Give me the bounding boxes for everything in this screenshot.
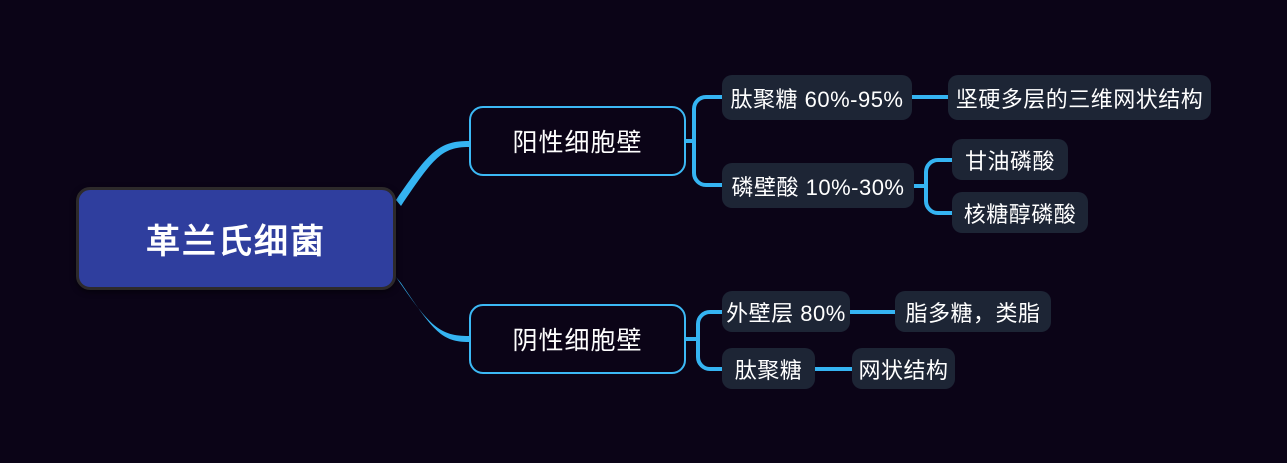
leaf-node-label: 磷壁酸 10%-30% (731, 174, 905, 200)
connector-root-to-negative (396, 277, 469, 342)
leaf-node-label: 肽聚糖 60%-95% (730, 86, 904, 112)
leaf-node-label: 坚硬多层的三维网状结构 (955, 86, 1204, 112)
leaf-node-glycerophosphate[interactable]: 甘油磷酸 (952, 139, 1068, 180)
leaf-node-teichoic-acid[interactable]: 磷壁酸 10%-30% (722, 163, 914, 208)
branch-node-label: 阳性细胞壁 (512, 129, 643, 157)
leaf-node-ribitol-phosphate[interactable]: 核糖醇磷酸 (952, 192, 1088, 233)
leaf-node-mesh-structure[interactable]: 网状结构 (852, 348, 955, 389)
leaf-node-peptidoglycan-negative[interactable]: 肽聚糖 (722, 348, 815, 389)
branch-node-positive-cell-wall[interactable]: 阳性细胞壁 (469, 106, 686, 176)
leaf-node-lipopolysaccharide-lipid[interactable]: 脂多糖，类脂 (895, 291, 1051, 332)
bracket-teichoic (912, 158, 954, 215)
bracket-negative (684, 310, 724, 371)
leaf-node-label: 网状结构 (858, 357, 949, 383)
leaf-node-rigid-multilayer-network[interactable]: 坚硬多层的三维网状结构 (948, 75, 1211, 120)
leaf-node-label: 肽聚糖 (734, 357, 803, 383)
leaf-node-label: 核糖醇磷酸 (963, 201, 1077, 227)
leaf-node-label: 外壁层 80% (726, 300, 846, 326)
leaf-node-peptidoglycan-positive[interactable]: 肽聚糖 60%-95% (722, 75, 912, 120)
leaf-node-outer-wall-layer[interactable]: 外壁层 80% (722, 291, 850, 332)
leaf-node-label: 甘油磷酸 (964, 148, 1055, 174)
connector-root-to-positive (396, 141, 469, 206)
branch-node-label: 阴性细胞壁 (512, 327, 643, 355)
leaf-node-label: 脂多糖，类脂 (905, 300, 1041, 326)
bracket-positive (684, 95, 724, 187)
root-node-label: 革兰氏细菌 (146, 223, 326, 261)
root-node-gram-bacteria[interactable]: 革兰氏细菌 (76, 187, 396, 290)
branch-node-negative-cell-wall[interactable]: 阴性细胞壁 (469, 304, 686, 374)
